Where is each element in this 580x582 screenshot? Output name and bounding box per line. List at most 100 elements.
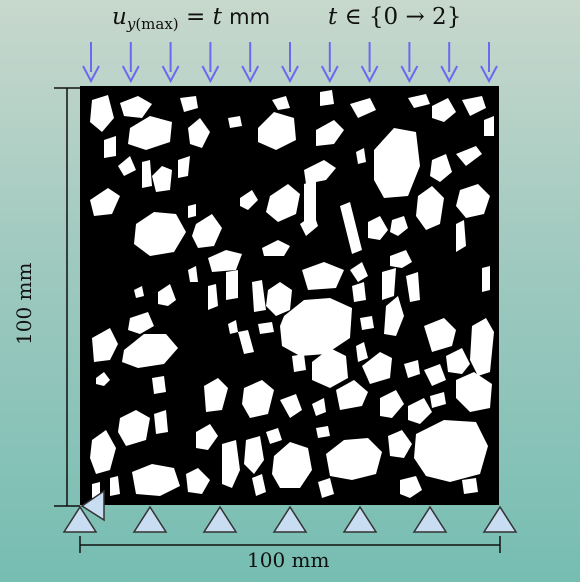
aggregate	[312, 398, 326, 416]
aggregate	[336, 380, 368, 410]
aggregate	[242, 380, 274, 418]
aggregate	[188, 204, 196, 218]
height-label: 100 mm	[12, 262, 36, 345]
aggregate	[272, 96, 290, 110]
aggregate	[482, 266, 490, 292]
aggregate	[368, 216, 388, 240]
roller-support-triangle	[202, 505, 238, 533]
aggregate	[180, 96, 198, 112]
aggregate	[432, 98, 456, 122]
aggregate	[326, 438, 382, 480]
aggregate	[188, 266, 198, 282]
aggregate	[122, 334, 178, 368]
aggregate	[316, 120, 344, 146]
aggregate	[90, 95, 114, 132]
aggregate	[430, 392, 446, 408]
roller-support-triangle	[342, 505, 378, 533]
load-arrow-head	[440, 65, 459, 84]
aggregate	[96, 372, 110, 386]
aggregate	[222, 440, 240, 488]
aggregate	[456, 184, 490, 218]
aggregate	[204, 378, 228, 412]
aggregate	[92, 482, 100, 498]
width-label: 100 mm	[247, 548, 330, 572]
aggregate	[360, 316, 374, 330]
aggregate	[258, 322, 274, 334]
aggregate	[390, 250, 412, 268]
aggregate	[380, 390, 404, 418]
aggregate	[340, 202, 362, 254]
load-arrow-head	[121, 65, 140, 84]
aggregate	[446, 348, 470, 374]
aggregate	[192, 214, 222, 248]
time-range-label: t ∈ {0 → 2}	[328, 4, 462, 30]
aggregate	[304, 160, 336, 184]
aggregate	[228, 320, 238, 334]
aggregate	[178, 156, 190, 178]
aggregate	[252, 474, 266, 496]
aggregate	[456, 146, 482, 166]
aggregate	[484, 116, 494, 136]
aggregate	[416, 186, 444, 230]
load-arrow-head	[201, 65, 220, 84]
aggregate	[266, 282, 292, 316]
aggregate	[404, 360, 420, 378]
roller-support-triangle	[62, 505, 98, 533]
aggregate	[92, 328, 118, 362]
aggregate	[384, 296, 404, 336]
aggregate	[240, 190, 258, 210]
aggregate	[302, 262, 344, 290]
aggregate	[280, 298, 352, 356]
aggregate	[134, 212, 186, 256]
aggregate	[90, 188, 120, 216]
aggregate	[462, 478, 478, 494]
aggregate	[312, 348, 348, 388]
aggregate	[424, 364, 446, 386]
aggregate	[258, 112, 296, 150]
aggregate	[382, 268, 396, 300]
load-arrow-head	[320, 65, 339, 84]
height-dimension-line	[54, 87, 80, 507]
load-arrow-head	[281, 65, 299, 84]
roller-support-triangle	[412, 505, 448, 533]
aggregate	[134, 286, 144, 298]
aggregate	[430, 154, 452, 182]
aggregate	[352, 282, 366, 302]
load-arrow-head	[161, 65, 180, 84]
aggregate	[456, 220, 466, 252]
aggregate	[90, 430, 116, 474]
aggregate	[470, 318, 494, 376]
aggregate	[362, 352, 392, 384]
aggregate	[350, 98, 376, 118]
aggregate	[228, 116, 242, 128]
aggregate	[208, 250, 242, 272]
aggregate	[118, 156, 136, 176]
aggregate	[304, 180, 316, 224]
aggregate	[424, 318, 456, 352]
aggregate	[158, 284, 176, 306]
aggregate	[292, 354, 306, 372]
load-arrow-head	[400, 65, 419, 84]
aggregate	[110, 476, 120, 496]
roller-support-triangle	[482, 505, 518, 533]
load-arrow-head	[360, 65, 379, 84]
aggregate	[196, 424, 218, 450]
aggregate	[316, 426, 330, 438]
roller-supports	[62, 505, 518, 533]
aggregate	[320, 90, 334, 106]
aggregate	[350, 262, 368, 282]
roller-support-triangle	[132, 505, 168, 533]
aggregate	[120, 96, 152, 118]
aggregate	[318, 478, 334, 498]
aggregate	[408, 398, 432, 424]
aggregate	[280, 394, 302, 418]
aggregate	[356, 342, 368, 362]
aggregate	[244, 436, 264, 474]
displacement-label: uy(max) = t mm	[112, 4, 271, 33]
aggregate	[132, 464, 180, 496]
aggregate	[408, 94, 430, 108]
aggregate	[456, 372, 492, 412]
aggregates	[90, 90, 494, 498]
aggregate	[128, 312, 154, 334]
aggregate	[262, 240, 290, 256]
